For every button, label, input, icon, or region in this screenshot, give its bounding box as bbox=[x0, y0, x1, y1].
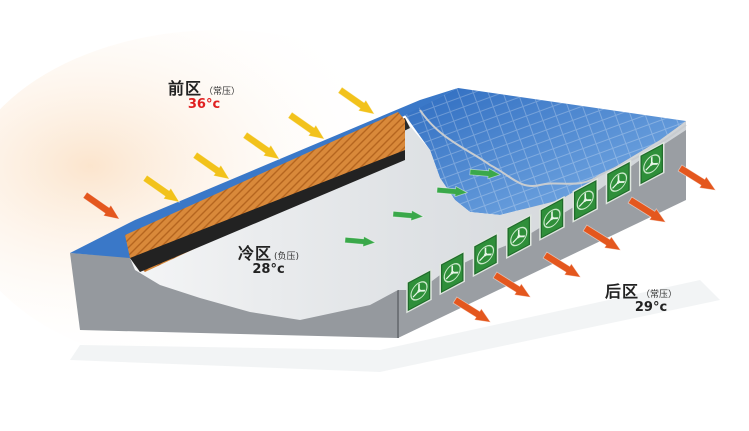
cool-air-arrow-icon bbox=[392, 209, 425, 222]
front-zone-pressure: （常压） bbox=[204, 87, 241, 97]
cool-air-arrow-icon bbox=[469, 167, 502, 180]
exhaust-fan-icon bbox=[439, 250, 465, 296]
rear-zone-pressure: （常压） bbox=[641, 290, 678, 300]
exhaust-air-arrow-icon bbox=[452, 296, 492, 323]
exhaust-fan-icon bbox=[638, 141, 665, 187]
cool-zone-name: 冷区 bbox=[238, 244, 273, 263]
cool-zone-label: 冷区(负压) 28°c bbox=[238, 245, 299, 277]
cool-zone-pressure: (负压) bbox=[274, 252, 300, 262]
cooling-pad bbox=[125, 112, 405, 272]
exhaust-air-arrow-icon bbox=[492, 271, 532, 298]
exhaust-fan-icon bbox=[472, 232, 499, 278]
exhaust-fan-icon bbox=[406, 268, 432, 314]
ground-shadow bbox=[70, 280, 720, 372]
rear-zone-label: 后区（常压） 29°c bbox=[605, 283, 677, 315]
warm-air-arrow-icon bbox=[192, 151, 231, 180]
exhaust-air-arrow-icon bbox=[677, 164, 717, 191]
warm-air-arrow-icon bbox=[287, 111, 326, 140]
exhaust-fan-icon bbox=[505, 213, 532, 260]
exhaust-fan-icon bbox=[572, 177, 598, 223]
interior-floor bbox=[130, 120, 686, 320]
cool-air-arrow-icon bbox=[436, 185, 469, 198]
warm-air-arrow-icon bbox=[337, 86, 376, 115]
pad-base bbox=[130, 150, 405, 272]
rear-zone-name: 后区 bbox=[605, 282, 640, 301]
roof-tiles bbox=[405, 88, 686, 215]
front-zone-label: 前区（常压） 36°c bbox=[168, 80, 240, 112]
warm-air-arrow-icon bbox=[242, 131, 281, 160]
exhaust-air-arrow-icon bbox=[582, 224, 622, 251]
cool-air-arrow-icon bbox=[344, 235, 377, 248]
airflow-arrows bbox=[82, 86, 717, 323]
cool-zone-temp: 28°c bbox=[252, 261, 285, 277]
exhaust-fan-icon bbox=[605, 159, 632, 205]
front-zone-temp: 36°c bbox=[187, 96, 221, 112]
exhaust-fan-row bbox=[406, 141, 665, 314]
rear-zone-temp: 29°c bbox=[634, 299, 668, 315]
exhaust-air-arrow-icon bbox=[542, 251, 582, 278]
front-zone-name: 前区 bbox=[168, 79, 203, 98]
hot-air-arrow-icon bbox=[82, 191, 121, 220]
warm-air-arrow-icon bbox=[142, 174, 181, 203]
exhaust-air-arrow-icon bbox=[627, 196, 667, 223]
exhaust-fan-icon bbox=[539, 195, 565, 241]
